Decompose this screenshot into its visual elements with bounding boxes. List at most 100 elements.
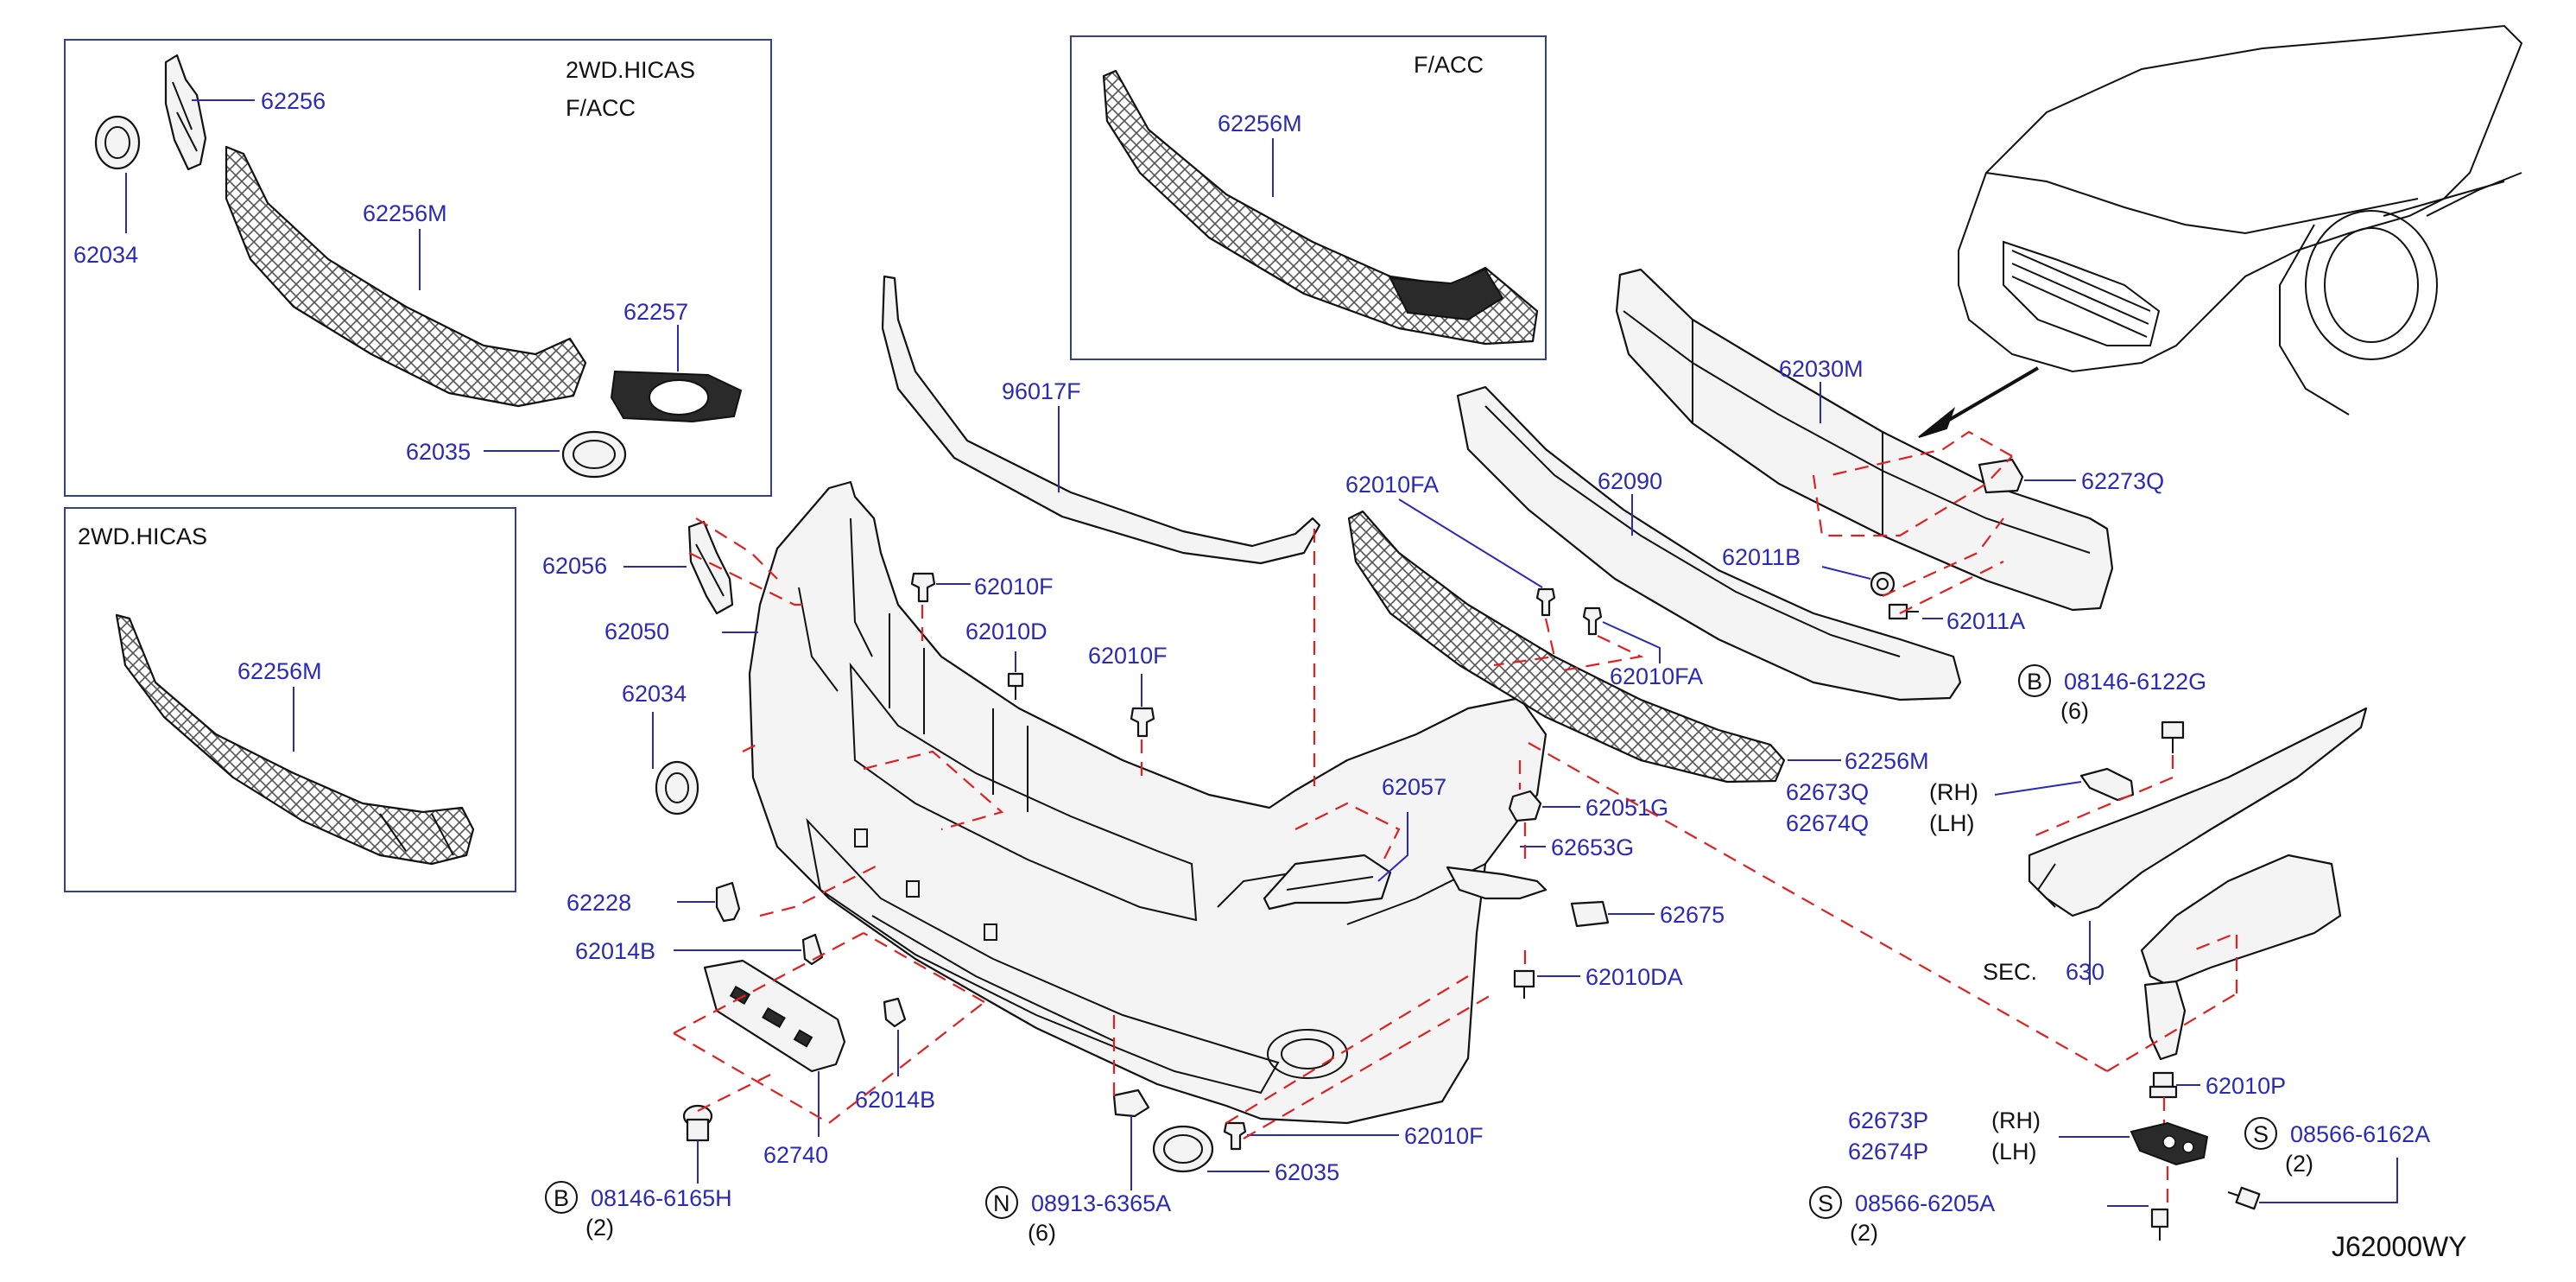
label-rh-b: (RH) [1991, 1107, 2041, 1133]
bumper-fog-opening [1267, 1029, 1348, 1079]
clip-62010fa-b [1582, 606, 1603, 636]
side-bracket-62653g [1446, 866, 1547, 900]
label-62256m-inset-a: 62256M [363, 200, 447, 226]
symbol-s-screw-2 [1809, 1186, 1842, 1219]
bracket-62256 [164, 54, 207, 171]
fog-lamp-62035 [1152, 1125, 1214, 1173]
inset-title-2wd-hicas-lower: 2WD.HICAS [78, 524, 207, 549]
label-62057: 62057 [1382, 774, 1446, 800]
bolt-08146-6122g [2161, 720, 2185, 753]
bolt-62010da [1513, 969, 1535, 999]
label-62653g: 62653G [1551, 835, 1634, 860]
label-62030m: 62030M [1779, 356, 1864, 382]
absorber-62090 [1456, 385, 1962, 701]
clip-62010fa-a [1535, 587, 1556, 617]
bolt-62010d [1007, 672, 1024, 700]
part-62273q [1978, 458, 2024, 494]
inset-title-2wd-hicas: 2WD.HICAS [566, 57, 695, 83]
label-62257: 62257 [623, 299, 688, 325]
label-62056: 62056 [542, 553, 607, 579]
inset-box-top-left [64, 39, 772, 497]
bumper-upper-opening [849, 662, 1198, 922]
bracket-62673p-62674p [2130, 1121, 2209, 1166]
grille-62256m-inset-b [115, 613, 475, 866]
label-62740: 62740 [763, 1142, 828, 1168]
label-08913-6365a: 08913-6365A [1031, 1190, 1171, 1216]
label-62034: 62034 [622, 681, 687, 707]
label-62011b: 62011B [1722, 544, 1801, 570]
symbol-b-letter-2: B [2027, 669, 2042, 695]
symbol-n-letter: N [993, 1190, 1010, 1216]
label-lh-b: (LH) [1991, 1139, 2037, 1165]
qty-6-b: (6) [2060, 698, 2089, 724]
inset-title-f-acc-center: F/ACC [1414, 52, 1484, 78]
part-62051g [1508, 790, 1542, 822]
clip-62010f-a [910, 572, 936, 603]
clip-62010f-b [1130, 707, 1155, 738]
bumper-fascia-62050 [748, 480, 1547, 1125]
label-62010f-b: 62010F [1088, 643, 1168, 669]
symbol-s-screw-1 [2244, 1117, 2277, 1150]
grille-62256m-inset-c-opening [1389, 268, 1504, 321]
qty-6-a: (6) [1028, 1220, 1056, 1246]
screw-08566-6162a [2227, 1186, 2261, 1210]
symbol-b-letter-1: B [554, 1185, 569, 1211]
label-62010d: 62010D [965, 619, 1047, 644]
view-arrow [1933, 366, 2040, 430]
molding-96017f [881, 275, 1321, 565]
label-62675: 62675 [1660, 902, 1725, 928]
label-62010f-c: 62010F [1404, 1123, 1484, 1149]
label-08146-6122g: 08146-6122G [2064, 669, 2206, 695]
part-62675 [1570, 900, 1610, 928]
inset-box-top-center [1070, 35, 1547, 360]
label-62673p: 62673P [1848, 1107, 1928, 1133]
label-62674q: 62674Q [1786, 810, 1869, 836]
label-62090: 62090 [1598, 468, 1662, 494]
license-bracket-62740 [703, 959, 846, 1073]
qty-2-b: (2) [2285, 1151, 2313, 1177]
label-62010fa-b: 62010FA [1610, 663, 1703, 689]
bracket-62673q-62674q [2079, 767, 2135, 802]
label-sec-prefix: SEC. [1983, 959, 2037, 985]
fender-lower [2140, 854, 2342, 987]
label-62010fa-a: 62010FA [1345, 472, 1439, 498]
part-62228 [715, 881, 741, 923]
vehicle-outline [1958, 24, 2523, 416]
symbol-s-letter-1: S [2253, 1121, 2269, 1147]
bumper-lower-opening [806, 817, 1280, 1095]
label-62256m: 62256M [1845, 748, 1929, 774]
bracket-62056 [687, 520, 734, 615]
bracket-lower [2143, 980, 2187, 1061]
grille-62256m-inset-c [1102, 69, 1539, 346]
label-08566-6162a: 08566-6162A [2290, 1121, 2430, 1147]
symbol-n-nut [985, 1186, 1018, 1219]
label-08146-6165h: 08146-6165H [591, 1185, 732, 1211]
label-62014b-a: 62014B [575, 938, 655, 964]
label-62010da: 62010DA [1585, 964, 1683, 990]
label-62256m-inset-c: 62256M [1218, 111, 1302, 136]
clip-62010p [2149, 1071, 2178, 1099]
bolt-08146-6165h [682, 1104, 713, 1142]
label-62228: 62228 [566, 890, 631, 916]
label-62673q: 62673Q [1786, 779, 1869, 805]
diagram-code: J62000WY [2332, 1231, 2467, 1262]
label-62010p: 62010P [2206, 1073, 2286, 1099]
qty-2-c: (2) [1850, 1220, 1878, 1246]
grille-62256m [1347, 510, 1786, 784]
label-62256: 62256 [261, 88, 326, 114]
nut-08913-6365a [1112, 1088, 1150, 1118]
label-62011a: 62011A [1946, 608, 2025, 634]
clip-62014b-b [883, 997, 907, 1028]
label-62674p: 62674P [1848, 1139, 1928, 1165]
symbol-b-bolt-2 [2018, 664, 2051, 697]
nut-62011b [1870, 571, 1896, 597]
symbol-s-letter-2: S [1818, 1190, 1833, 1216]
fog-lamp-cover-62034-inset [94, 115, 141, 170]
screw-08566-6205a [2150, 1208, 2169, 1241]
fender-sec-630 [2028, 707, 2368, 917]
label-08566-6205a: 08566-6205A [1855, 1190, 1995, 1216]
qty-2-a: (2) [585, 1215, 614, 1241]
label-62014b-b: 62014B [855, 1087, 935, 1113]
fog-lamp-cover-62034 [655, 760, 699, 816]
